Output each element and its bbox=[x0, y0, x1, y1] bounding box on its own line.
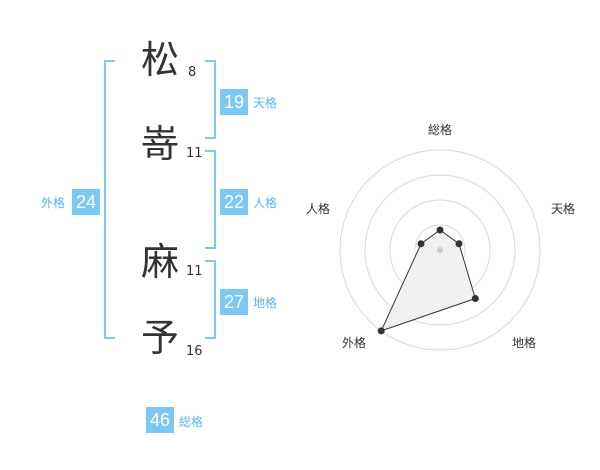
jinkaku-value: 22 bbox=[220, 189, 248, 215]
name-char-3: 麻 bbox=[141, 240, 180, 284]
gaikaku-value: 24 bbox=[72, 189, 100, 215]
gaikaku-label: 外格 bbox=[41, 196, 66, 210]
jinkaku-label: 人格 bbox=[253, 196, 278, 210]
stroke-count-2: 11 bbox=[186, 146, 203, 161]
radar-ring bbox=[339, 149, 541, 351]
radar-point-5 bbox=[417, 240, 425, 248]
chikaku-label: 地格 bbox=[253, 296, 278, 310]
radar-axis-label-tenkaku: 天格 bbox=[551, 201, 575, 216]
gaikaku-bracket bbox=[104, 60, 115, 339]
radar-axis-label-jinkaku: 人格 bbox=[306, 201, 330, 216]
chikaku-bracket bbox=[205, 260, 216, 339]
radar-points bbox=[377, 226, 479, 335]
soukaku-label: 総格 bbox=[179, 415, 204, 429]
radar-polygon bbox=[380, 229, 476, 332]
tenkaku-value: 19 bbox=[220, 89, 248, 115]
name-char-1: 松 bbox=[141, 38, 180, 82]
jinkaku-bracket bbox=[205, 150, 216, 249]
radar-center-dot bbox=[437, 247, 443, 253]
soukaku-value: 46 bbox=[146, 407, 174, 433]
tenkaku-bracket bbox=[205, 60, 216, 139]
radar-point-2 bbox=[455, 240, 463, 248]
radar-axis-label-gaikaku: 外格 bbox=[342, 335, 366, 350]
radar-ring bbox=[364, 174, 516, 326]
radar-point-3 bbox=[471, 295, 479, 302]
stroke-count-4: 16 bbox=[186, 344, 203, 359]
chikaku-value: 27 bbox=[220, 289, 248, 315]
tenkaku-label: 天格 bbox=[253, 96, 278, 110]
name-char-4: 予 bbox=[141, 316, 180, 360]
radar-point-4 bbox=[377, 327, 385, 335]
stroke-count-3: 11 bbox=[186, 264, 203, 279]
name-char-2: 嵜 bbox=[141, 122, 180, 166]
radar-axis-label-soukaku: 総格 bbox=[428, 122, 452, 137]
radar-point-1 bbox=[436, 226, 444, 234]
radar-axis-label-chikaku: 地格 bbox=[512, 335, 536, 350]
stroke-count-1: 8 bbox=[188, 65, 197, 80]
